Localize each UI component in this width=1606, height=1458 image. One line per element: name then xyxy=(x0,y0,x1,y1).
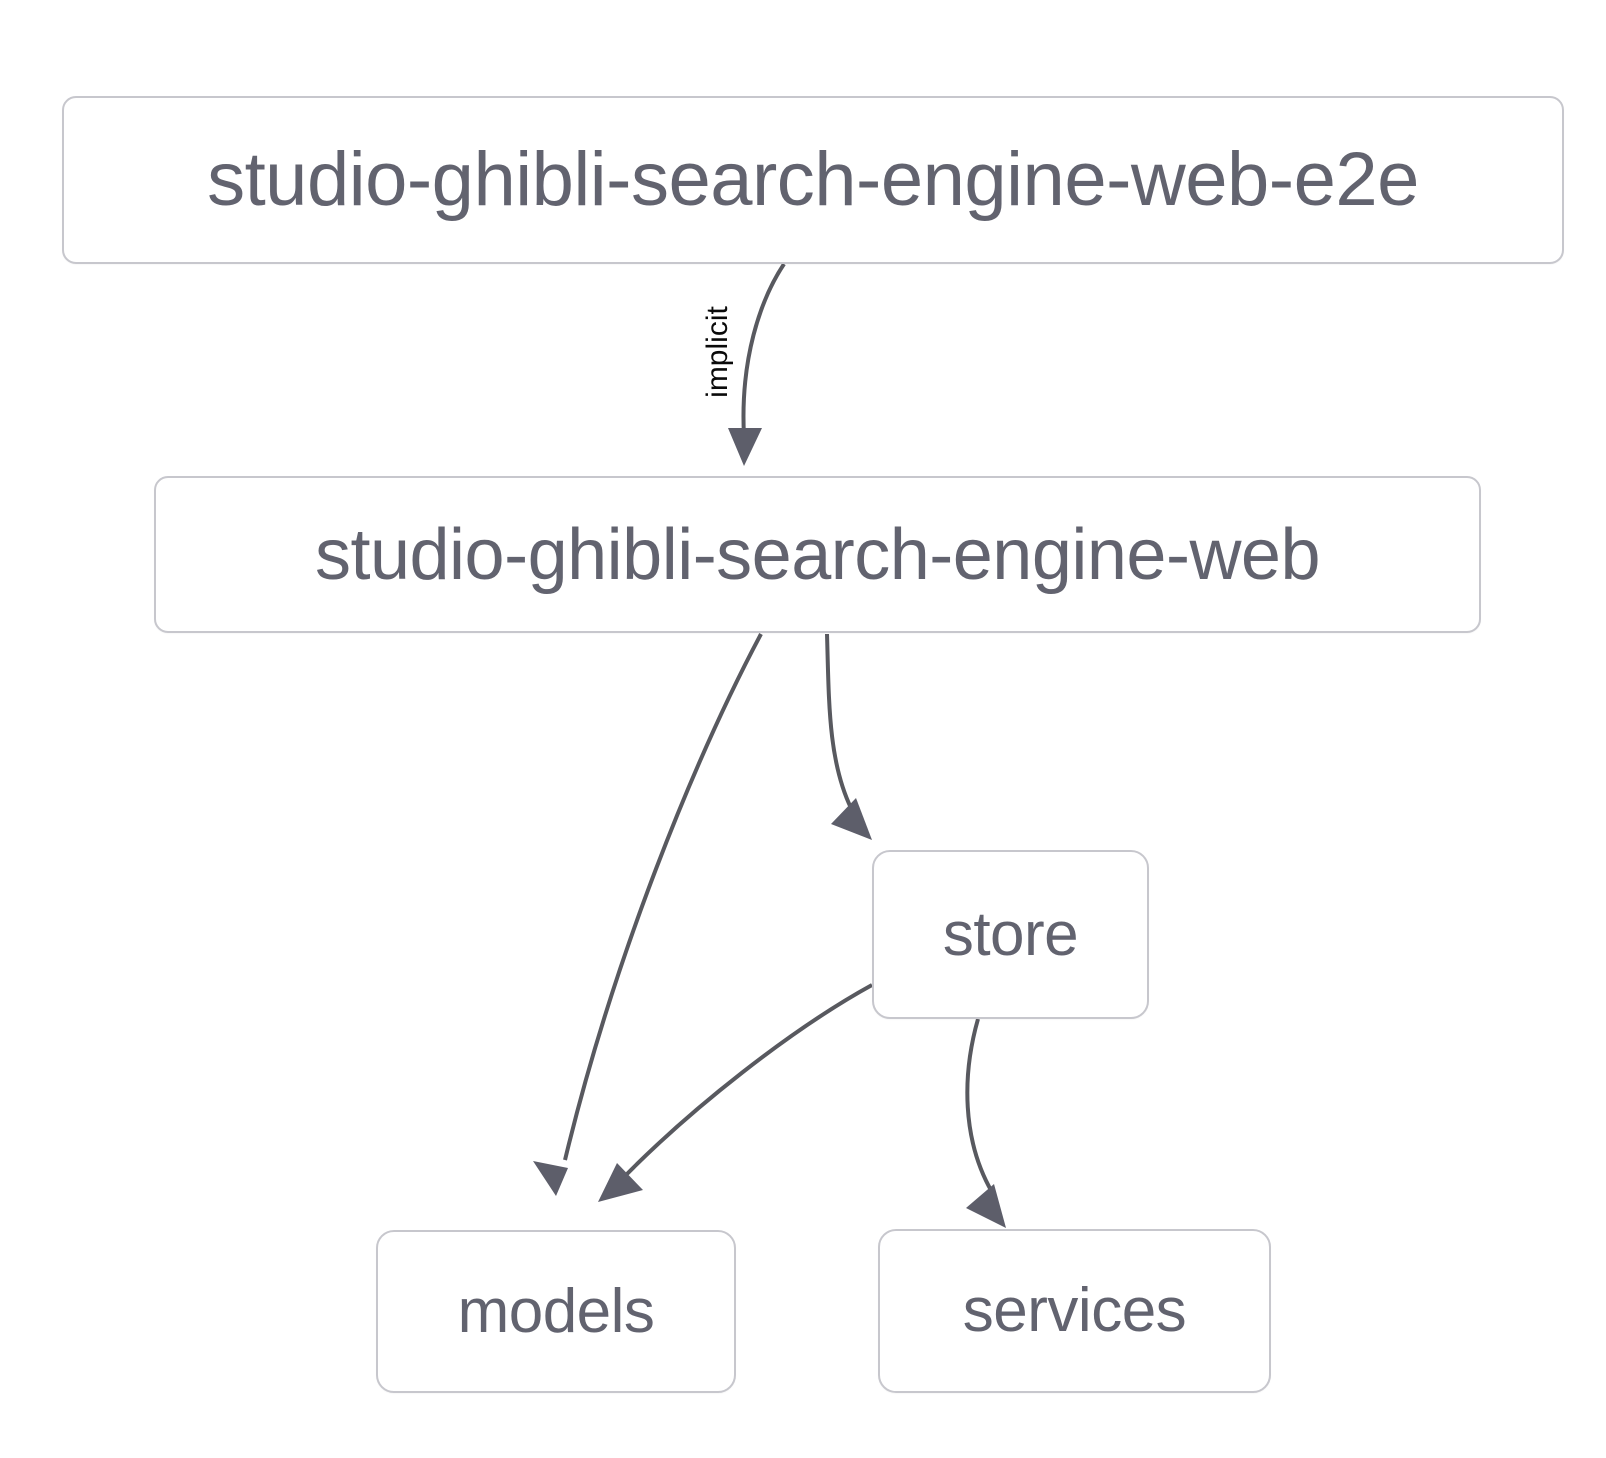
node-store[interactable]: store xyxy=(872,850,1149,1019)
node-models[interactable]: models xyxy=(376,1230,736,1393)
node-services[interactable]: services xyxy=(878,1229,1271,1393)
node-label: studio-ghibli-search-engine-web xyxy=(314,514,1321,595)
edge-store-to-services xyxy=(965,1018,1006,1228)
edge-web-to-models xyxy=(533,633,763,1196)
node-label: services xyxy=(962,1276,1187,1345)
edge-root-to-web xyxy=(728,262,786,466)
node-studio-ghibli-search-engine-web-e2e[interactable]: studio-ghibli-search-engine-web-e2e xyxy=(62,96,1564,264)
node-studio-ghibli-search-engine-web[interactable]: studio-ghibli-search-engine-web xyxy=(154,476,1481,633)
node-label: store xyxy=(942,899,1079,969)
edge-web-to-store xyxy=(825,633,872,840)
edge-label-implicit: implicit xyxy=(701,306,734,398)
edge-store-to-models xyxy=(598,983,873,1202)
node-label: models xyxy=(457,1276,655,1346)
node-label: studio-ghibli-search-engine-web-e2e xyxy=(207,137,1419,222)
